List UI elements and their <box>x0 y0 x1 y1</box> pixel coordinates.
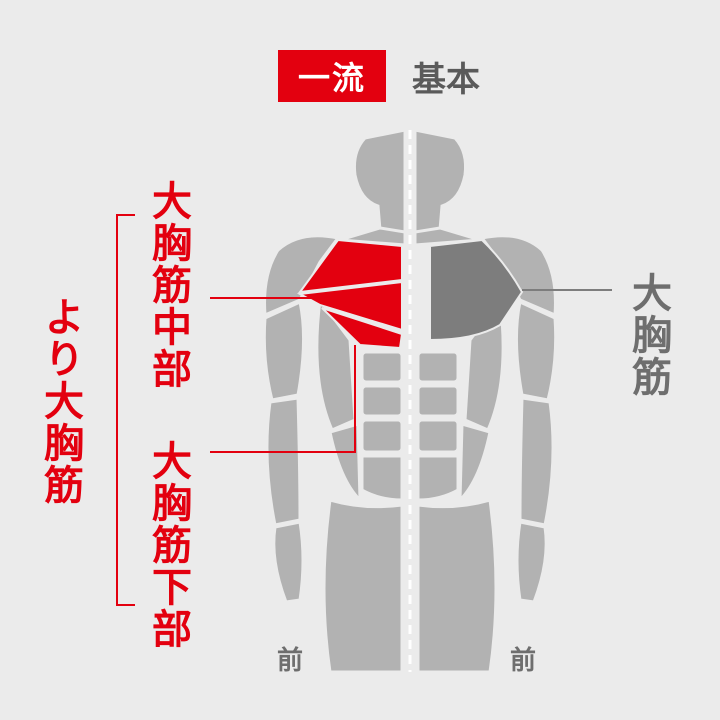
pec-mid-red <box>296 280 403 332</box>
right-ab-2 <box>416 384 460 418</box>
right-forearm <box>518 396 555 527</box>
right-oblique <box>458 422 492 504</box>
low-leader <box>210 345 356 453</box>
left-thigh <box>322 498 404 674</box>
right-hand <box>515 520 548 604</box>
bracket <box>116 214 135 606</box>
front-label-right: 前 <box>510 646 537 676</box>
left-ab-2 <box>360 384 404 418</box>
badge-text: 一流 <box>297 59 366 97</box>
ichiryu-badge: 一流 <box>278 50 386 102</box>
left-forearm <box>265 396 302 527</box>
right-thigh <box>416 498 498 674</box>
right-trap <box>413 226 481 247</box>
label-more-pec: より大胸筋 <box>37 296 83 506</box>
right-head <box>413 128 467 234</box>
left-hand <box>272 520 305 604</box>
left-oblique <box>328 422 362 504</box>
left-pectoral <box>296 238 404 350</box>
right-ab-1 <box>416 350 460 384</box>
basic-heading: 基本 <box>412 60 480 100</box>
label-pec-middle: 大胸筋中部 <box>145 180 191 390</box>
left-deltoid <box>263 234 341 318</box>
label-pec-lower: 大胸筋下部 <box>145 440 191 650</box>
right-lower-ab <box>416 454 460 502</box>
right-pectoral <box>429 238 524 342</box>
left-torso <box>262 128 407 674</box>
right-deltoid <box>479 234 557 318</box>
pec-upper-red <box>297 238 403 294</box>
right-ab-3 <box>416 418 460 454</box>
left-lower-ab <box>360 454 404 502</box>
left-upper-arm <box>262 299 306 402</box>
front-label-left: 前 <box>277 646 304 676</box>
pec-low-red <box>321 307 404 350</box>
left-head <box>353 128 407 234</box>
left-ab-3 <box>360 418 404 454</box>
red-leader-lines <box>116 214 356 606</box>
left-ab-1 <box>360 350 404 384</box>
right-torso <box>413 128 558 674</box>
right-upper-arm <box>514 299 558 402</box>
left-serratus <box>315 296 357 432</box>
label-pec-basic: 大胸筋 <box>625 272 671 398</box>
right-serratus <box>463 296 505 432</box>
